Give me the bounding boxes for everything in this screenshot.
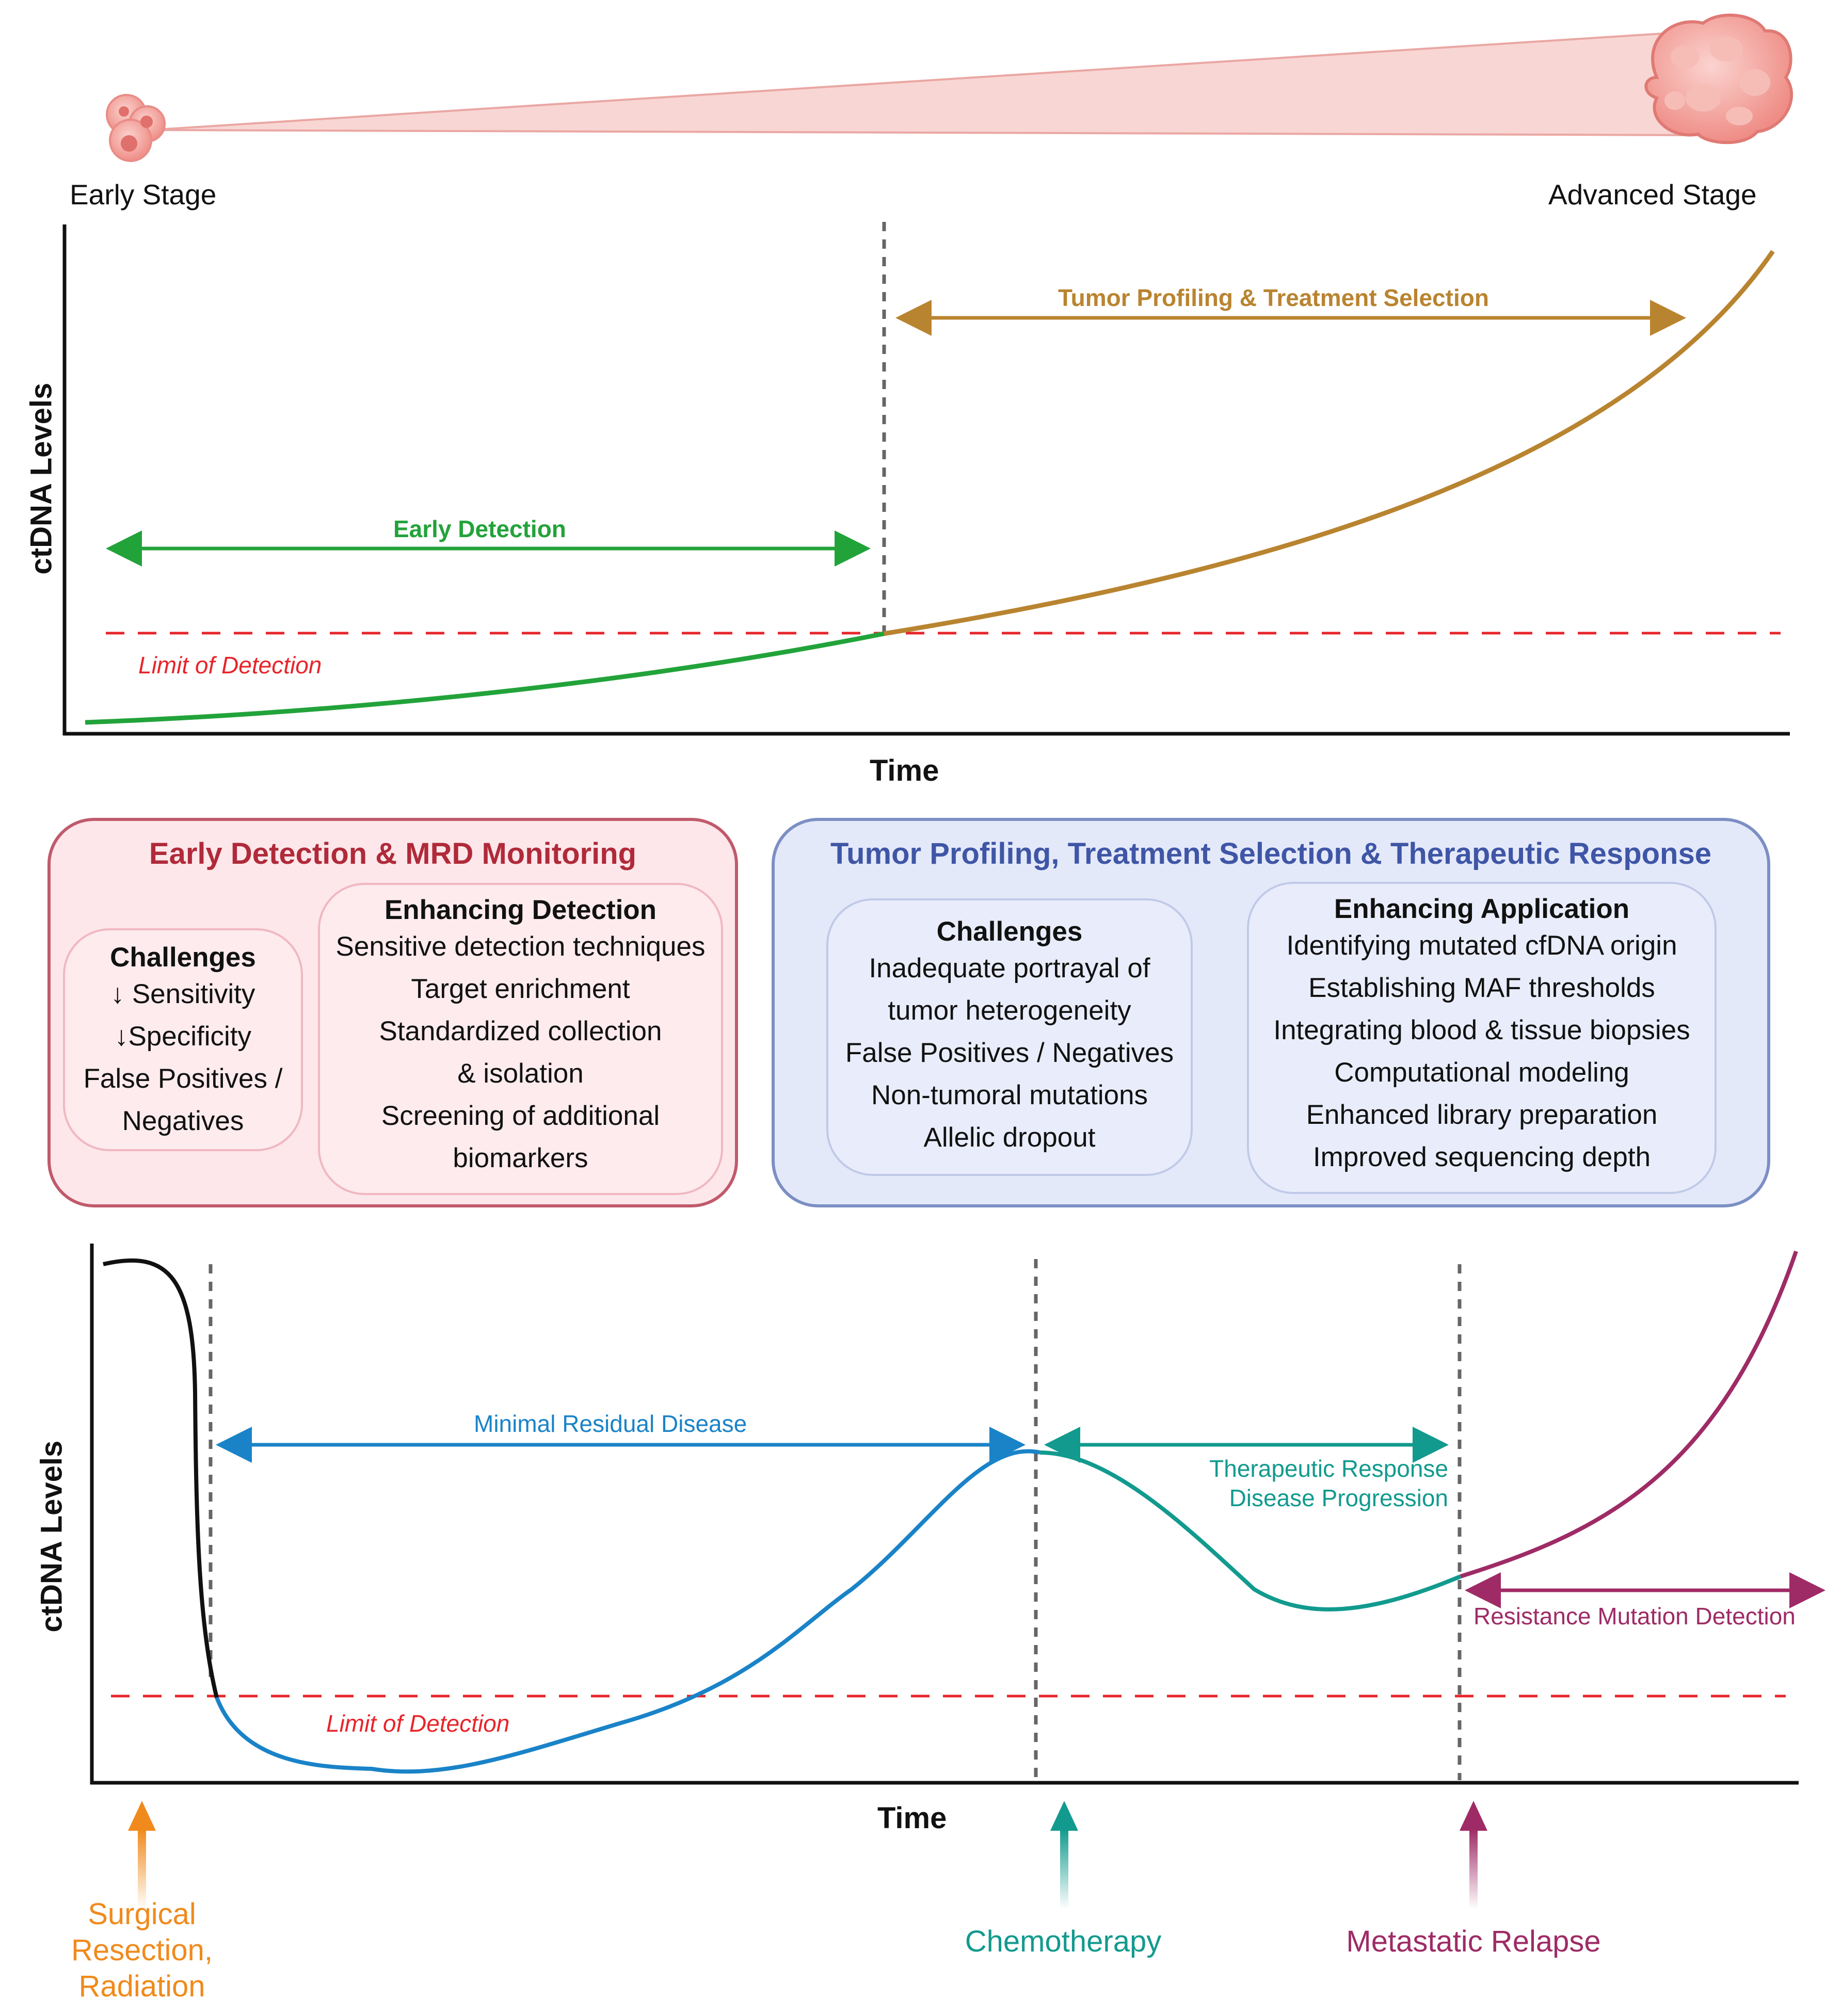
bottom-curve-black [103,1258,219,1698]
bottom-x-axis-label: Time [877,1801,947,1835]
left-enhancing-item: Target enrichment [411,974,630,1004]
top-curve-gold [884,250,1775,636]
left-enhancing-heading: Enhancing Detection [384,895,657,925]
bottom-chart-axes [90,1244,1799,1785]
right-enhancing-item: Establishing MAF thresholds [1308,973,1655,1003]
resistance-label: Resistance Mutation Detection [1473,1603,1796,1630]
left-enhancing-item: biomarkers [453,1143,588,1173]
left-challenges-heading: Challenges [110,942,256,973]
bottom-curve-purple [1460,1250,1798,1578]
left-challenges-box: Challenges ↓ Sensitivity ↓Specificity Fa… [63,928,303,1151]
therapeutic-label-line-1: Therapeutic Response [1209,1455,1448,1482]
metastatic-relapse-label: Metastatic Relapse [1346,1925,1601,1958]
right-challenge-item: False Positives / Negatives [845,1038,1174,1068]
tumor-growth-wedge [149,29,1704,137]
surgery-label-line: Resection, [71,1933,213,1967]
bottom-curve-blue [215,1449,1040,1774]
top-x-axis-label: Time [870,754,939,787]
advanced-stage-label: Advanced Stage [1548,179,1757,211]
top-curve-green [85,631,885,725]
early-stage-cell-icon [106,94,166,162]
panel-early-detection-mrd: Early Detection & MRD Monitoring Challen… [47,818,738,1207]
mrd-label: Minimal Residual Disease [474,1410,747,1437]
surgery-event-arrow [128,1801,156,1909]
bottom-y-axis-label: ctDNA Levels [35,1440,69,1633]
right-challenge-item: tumor heterogeneity [888,995,1131,1026]
right-enhancing-item: Computational modeling [1334,1057,1629,1088]
right-challenge-item: Non-tumoral mutations [871,1080,1148,1110]
right-challenges-box: Challenges Inadequate portrayal of tumor… [826,898,1193,1176]
right-challenges-heading: Challenges [936,916,1083,947]
relapse-event-arrow [1460,1801,1487,1909]
panel-left-title: Early Detection & MRD Monitoring [149,837,637,870]
therapeutic-label: Therapeutic Response Disease Progression [1032,1454,1448,1513]
left-challenge-item: ↓Specificity [114,1021,252,1052]
surgery-label-line: Surgical [88,1897,196,1931]
advanced-stage-tumor-icon [1644,13,1793,144]
left-challenge-item: ↓ Sensitivity [110,979,255,1009]
surgery-label: Surgical Resection, Radiation [39,1896,245,2005]
panel-tumor-profiling: Tumor Profiling, Treatment Selection & T… [772,818,1770,1207]
therapeutic-label-line-2: Disease Progression [1229,1485,1448,1511]
right-enhancing-box: Enhancing Application Identifying mutate… [1247,882,1717,1194]
top-chart-axes [62,224,1790,736]
early-stage-label: Early Stage [70,179,217,211]
bottom-curve-teal [1039,1450,1462,1611]
left-challenge-item: Negatives [122,1106,244,1136]
top-lod-label: Limit of Detection [138,652,322,679]
chemotherapy-label: Chemotherapy [965,1925,1162,1958]
left-enhancing-item: Screening of additional [381,1101,660,1131]
left-enhancing-item: Sensitive detection techniques [335,931,706,962]
left-challenge-item: False Positives / [83,1063,283,1094]
left-enhancing-item: & isolation [457,1058,584,1089]
profiling-label: Tumor Profiling & Treatment Selection [1058,284,1489,311]
right-enhancing-item: Integrating blood & tissue biopsies [1273,1015,1690,1045]
panel-right-title: Tumor Profiling, Treatment Selection & T… [830,837,1711,870]
right-enhancing-item: Improved sequencing depth [1312,1142,1651,1172]
right-enhancing-item: Enhanced library preparation [1306,1100,1658,1130]
left-enhancing-box: Enhancing Detection Sensitive detection … [318,883,723,1195]
left-enhancing-item: Standardized collection [379,1016,662,1046]
chemo-event-arrow [1050,1801,1078,1909]
top-y-axis-label: ctDNA Levels [24,382,58,575]
bottom-lod-label: Limit of Detection [326,1710,510,1737]
right-challenge-item: Allelic dropout [923,1122,1096,1153]
right-challenge-item: Inadequate portrayal of [869,953,1150,983]
surgery-label-line: Radiation [78,1970,205,2003]
right-enhancing-item: Identifying mutated cfDNA origin [1286,930,1677,961]
early-detection-label: Early Detection [393,515,566,542]
right-enhancing-heading: Enhancing Application [1334,894,1630,924]
